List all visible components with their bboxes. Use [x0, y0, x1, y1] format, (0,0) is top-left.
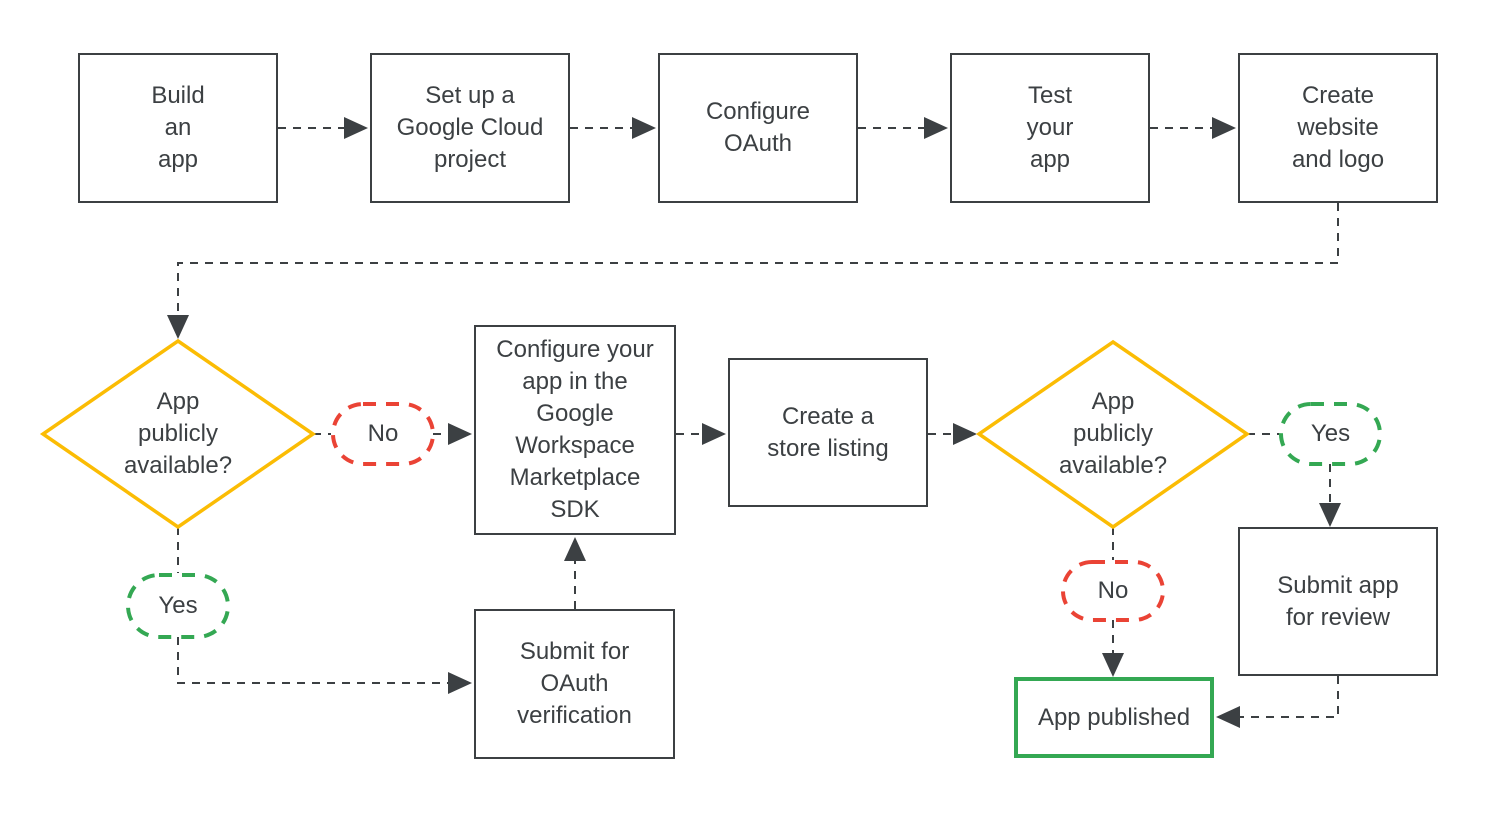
- node-label: Yes: [1310, 420, 1351, 447]
- yes-badge-2-label: Yes: [1281, 404, 1380, 464]
- no-badge-1: [331, 402, 435, 466]
- node-label: App published: [1037, 703, 1191, 731]
- connector-yes1-to-oauth-verification: [177, 637, 472, 694]
- decision-diamond-app-publicly-available-1: [39, 338, 317, 530]
- node-label: Configure OAuth: [705, 98, 811, 157]
- no-badge-2-label: No: [1063, 562, 1163, 620]
- node-test-your-app: Test your app: [950, 53, 1150, 203]
- node-label: Yes: [158, 592, 198, 619]
- node-submit-for-oauth-verification: Submit for OAuth verification: [474, 609, 675, 759]
- node-label: App publicly available?: [123, 388, 233, 479]
- yes-badge-2: [1279, 402, 1382, 466]
- node-set-up-google-cloud-project: Set up a Google Cloud project: [370, 53, 570, 203]
- connector-review-to-published: [1216, 676, 1339, 728]
- connector-website-to-decision1: [167, 203, 1339, 339]
- node-label: Configure your app in the Google Workspa…: [496, 336, 654, 523]
- node-label: Create website and logo: [1291, 82, 1385, 173]
- node-configure-app-in-marketplace-sdk: Configure your app in the Google Workspa…: [474, 325, 676, 535]
- node-label: Submit for OAuth verification: [517, 638, 632, 729]
- no-badge-2: [1061, 560, 1165, 622]
- node-label: No: [367, 420, 399, 447]
- no-badge-1-label: No: [333, 404, 433, 464]
- node-create-a-store-listing: Create a store listing: [728, 358, 928, 507]
- decision-diamond-app-publicly-available-2: [975, 339, 1251, 530]
- node-label: Set up a Google Cloud project: [396, 82, 544, 173]
- node-build-an-app: Build an app: [78, 53, 278, 203]
- node-create-website-and-logo: Create website and logo: [1238, 53, 1438, 203]
- node-app-published: App published: [1014, 677, 1214, 758]
- node-label: Build an app: [151, 82, 205, 173]
- node-submit-app-for-review: Submit app for review: [1238, 527, 1438, 676]
- decision-label-app-publicly-available-2: App publicly available?: [1013, 356, 1213, 512]
- node-configure-oauth: Configure OAuth: [658, 53, 858, 203]
- node-label: Submit app for review: [1277, 571, 1399, 631]
- node-label: Test your app: [1026, 82, 1074, 173]
- node-label: No: [1097, 577, 1129, 604]
- yes-badge-1-label: Yes: [128, 575, 228, 637]
- node-label: App publicly available?: [1058, 388, 1168, 479]
- decision-label-app-publicly-available-1: App publicly available?: [78, 356, 278, 512]
- yes-badge-1: [126, 573, 230, 639]
- node-label: Create a store listing: [767, 402, 889, 462]
